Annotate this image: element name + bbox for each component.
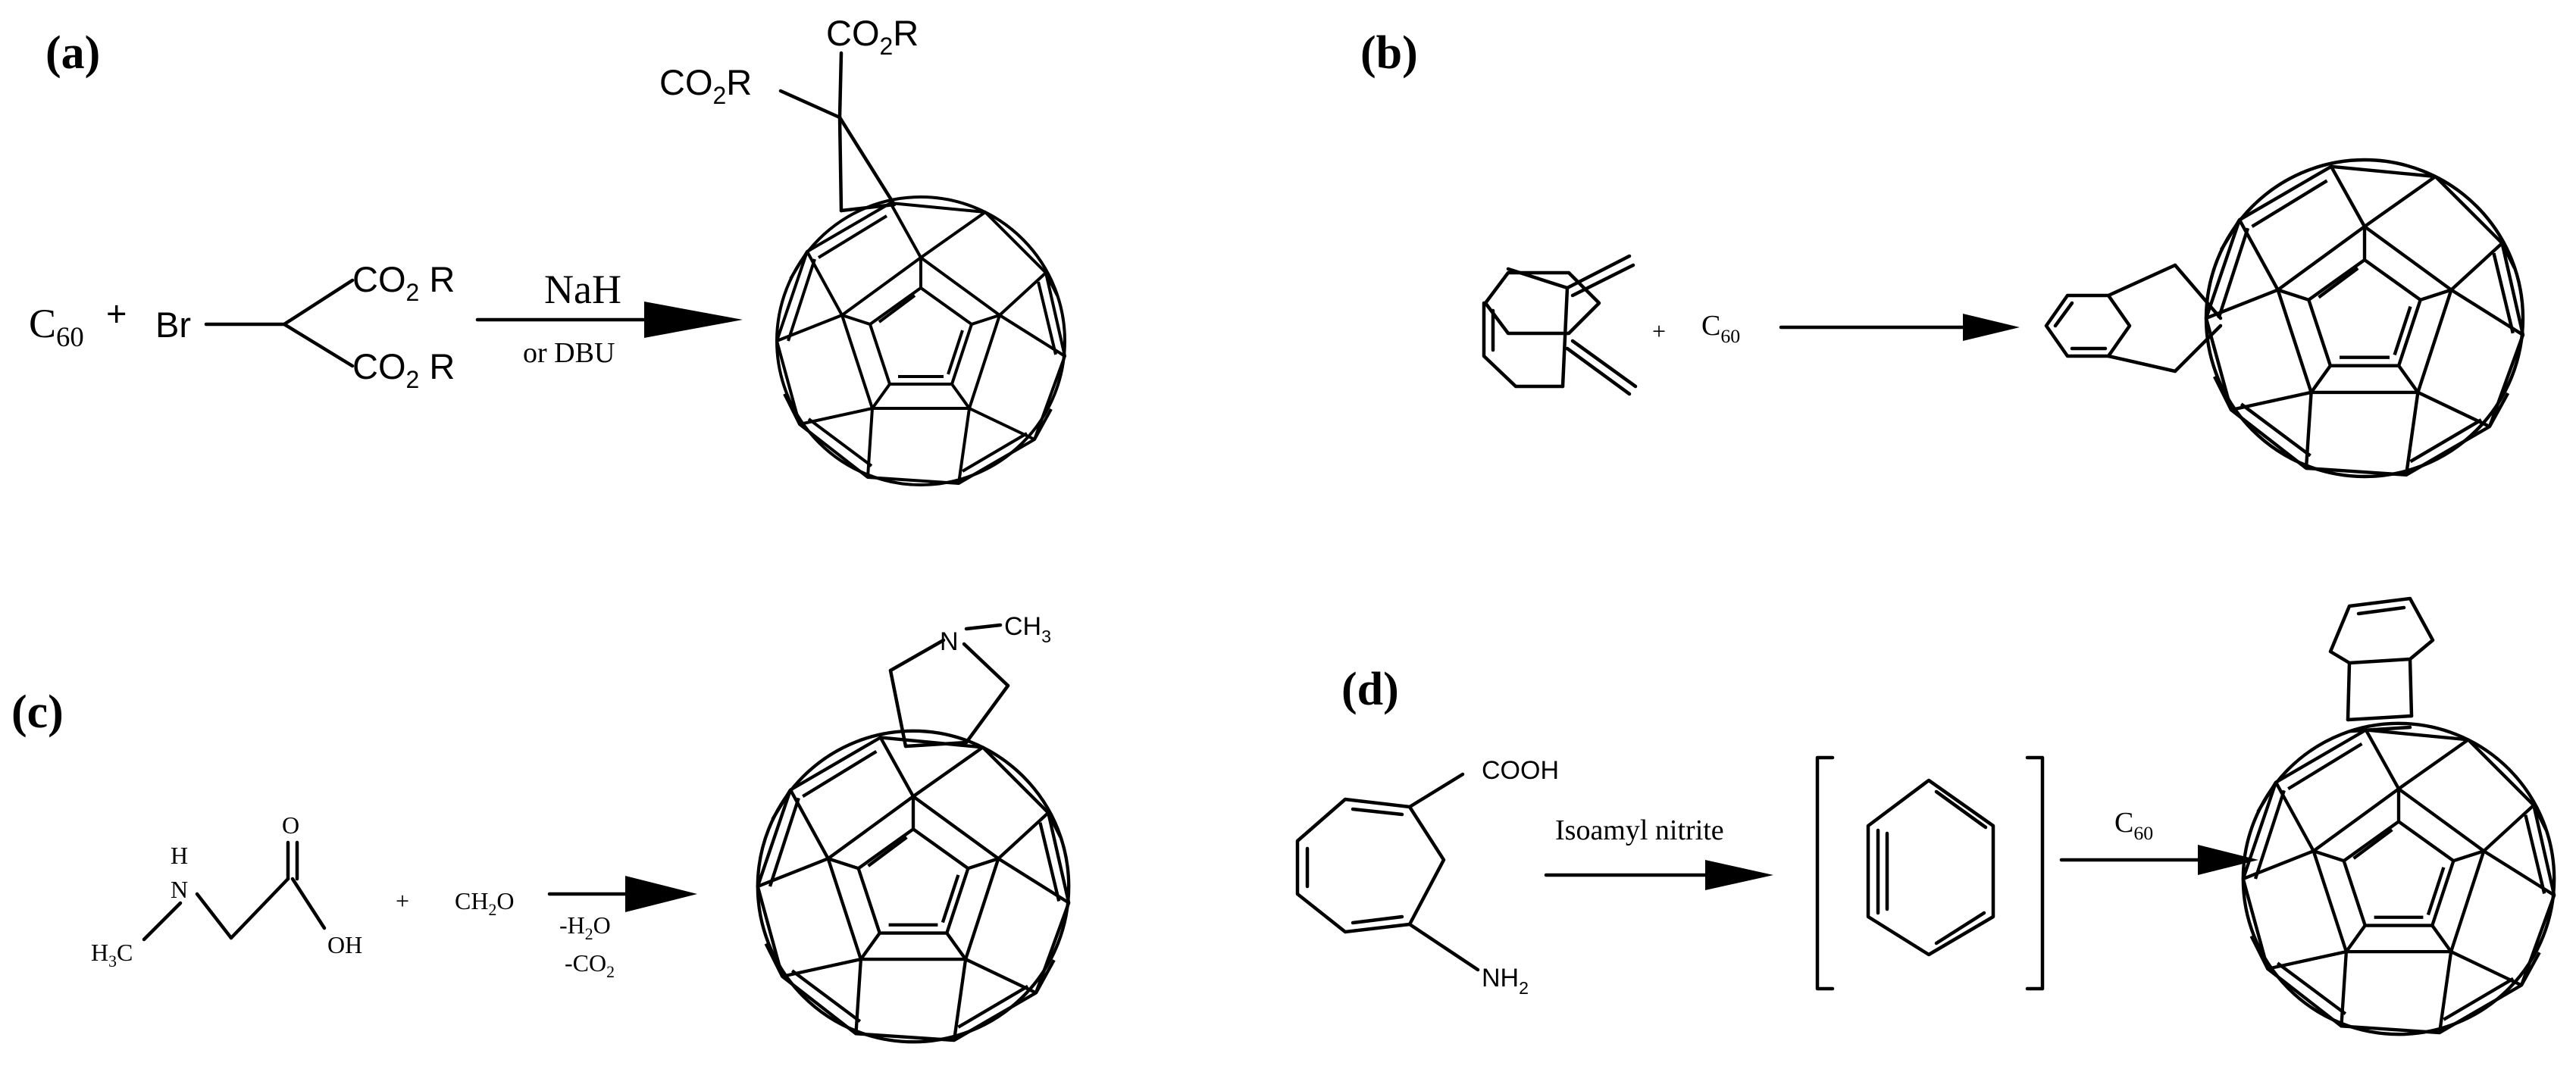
svg-text:C60: C60 (2114, 807, 2153, 844)
panel-c-atom-h: H (171, 842, 188, 869)
panel-b-arrowhead (1963, 314, 2020, 341)
panel-b-plus: + (1652, 317, 1666, 345)
panel-a-reagent-top: NaH (544, 267, 621, 312)
panel-b-arrow (1779, 314, 2020, 341)
panel-c-atom-n: N (171, 876, 188, 903)
panel-c-cond-2sub: 2 (606, 963, 615, 981)
svg-text:-CO2: -CO2 (565, 949, 615, 981)
panel-c-cond-1b: O (593, 911, 611, 939)
svg-text:C60: C60 (29, 301, 84, 352)
panel-c-cond-2a: -CO (565, 949, 606, 977)
panel-b-c-text: C (1701, 310, 1720, 342)
panel-c-ch2o-sub: 2 (488, 901, 496, 919)
panel-c-oh: OH (327, 931, 362, 958)
panel-a-bromomalonate: Br CO2 R CO2 R (155, 259, 455, 393)
panel-d-arrowhead-2 (2198, 845, 2258, 875)
svg-text:CH2O: CH2O (455, 887, 514, 919)
panel-a-c60-reactant: C60 + (29, 293, 127, 352)
panel-a-product: CO2R CO2R (659, 13, 1066, 486)
panel-d-cooh: COOH (1482, 756, 1559, 785)
panel-d-reagent: Isoamyl nitrite (1555, 814, 1724, 846)
panel-a-co2r-top-a: CO (352, 259, 406, 299)
panel-c-ch2o-b: O (496, 887, 514, 914)
panel-c-label: (c) (11, 686, 64, 738)
panel-a-prod-co2r-top-a: CO (826, 13, 880, 53)
panel-a-prod-co2r-left-a: CO (659, 62, 713, 102)
panel-b-label: (b) (1360, 27, 1418, 79)
panel-d-arrowhead-1 (1705, 860, 1773, 890)
panel-a-prod-co2r-top-b: R (893, 13, 919, 53)
svg-text:C60: C60 (1701, 310, 1740, 347)
panel-a-co2r-top-sub: 2 (406, 279, 420, 306)
panel-a-plus: + (106, 293, 127, 333)
panel-c-cond-1sub: 2 (585, 925, 593, 943)
svg-text:CO2R: CO2R (826, 13, 919, 60)
panel-c-cond-1a: -H (559, 911, 585, 939)
panel-a-fullerene (775, 195, 1066, 486)
panel-d-benzo-ring (2328, 596, 2435, 665)
panel-a-co2r-bot-b: R (419, 346, 455, 386)
panel-c-h3c-a: H (91, 939, 108, 966)
panel-c-product: N CH3 (758, 612, 1069, 1042)
panel-c-prod-n: N (940, 627, 959, 656)
svg-text:CO2 R: CO2 R (352, 259, 455, 306)
panel-d-anthranilic-acid: COOH NH2 (1295, 756, 1559, 998)
panel-c-plus: + (396, 887, 409, 914)
panel-c-arrowhead (625, 876, 697, 912)
panel-d: (d) COOH NH2 Isoamyl nitrite (1295, 596, 2554, 1034)
svg-text:CO2R: CO2R (659, 62, 752, 109)
panel-a: (a) C60 + Br CO2 R CO2 R NaH or DBU (29, 13, 1066, 486)
panel-d-benzyne (1815, 755, 2045, 991)
panel-c-h3c-sub: 3 (108, 952, 117, 971)
panel-b-diene (1482, 254, 1638, 396)
panel-d-arrow-2: C60 (2059, 807, 2258, 875)
panel-a-label: (a) (45, 27, 100, 79)
panel-b-c-sub: 60 (1720, 325, 1740, 347)
panel-b: (b) + C60 (1360, 27, 2523, 477)
panel-d-arrow-1: Isoamyl nitrite (1544, 814, 1773, 890)
panel-a-co2r-bot-sub: 2 (406, 366, 420, 393)
panel-c-prod-ch3-a: CH (1004, 612, 1041, 641)
panel-d-nh2-sub: 2 (1519, 978, 1529, 998)
panel-d-c60-a: C (2114, 807, 2133, 839)
svg-text:CO2 R: CO2 R (352, 346, 455, 393)
panel-a-arrowhead (644, 302, 743, 338)
panel-d-nh2-a: NH (1482, 964, 1519, 992)
panel-d-fullerene (2243, 724, 2554, 1034)
panel-a-c-sub: 60 (56, 321, 84, 352)
panel-a-prod-co2r-left-sub: 2 (713, 82, 727, 109)
panel-c-fullerene (758, 731, 1069, 1042)
panel-c: (c) N H O OH H3C + CH2O -H2O (11, 612, 1069, 1042)
panel-c-ch2o-a: CH (455, 887, 488, 914)
panel-a-reagent-bottom: or DBU (523, 337, 615, 369)
panel-c-prod-ch3-sub: 3 (1041, 627, 1051, 646)
panel-c-h3c-b: C (117, 939, 133, 966)
panel-a-c-text: C (29, 301, 56, 346)
svg-text:NH2: NH2 (1482, 964, 1529, 998)
panel-a-prod-co2r-top-sub: 2 (880, 33, 894, 60)
panel-d-c60-sub: 60 (2133, 822, 2153, 844)
panel-d-product (2243, 596, 2554, 1034)
panel-b-product (2044, 160, 2523, 477)
svg-text:CH3: CH3 (1004, 612, 1051, 646)
panel-b-benzene-ring (2044, 293, 2132, 358)
svg-text:H3C: H3C (91, 939, 133, 971)
panel-d-label: (d) (1341, 664, 1399, 715)
panel-a-br: Br (155, 305, 191, 345)
panel-c-carbonyl-o: O (282, 811, 299, 839)
panel-a-co2r-top-b: R (419, 259, 455, 299)
panel-c-sarcosine: N H O OH H3C (91, 811, 362, 971)
svg-text:-H2O: -H2O (559, 911, 611, 943)
panel-a-arrow: NaH or DBU (475, 267, 743, 369)
panel-a-prod-co2r-left-b: R (726, 62, 752, 102)
panel-a-co2r-bot-a: CO (352, 346, 406, 386)
panel-c-arrow: -H2O -CO2 (547, 876, 697, 981)
panel-b-fullerene (2206, 160, 2523, 477)
